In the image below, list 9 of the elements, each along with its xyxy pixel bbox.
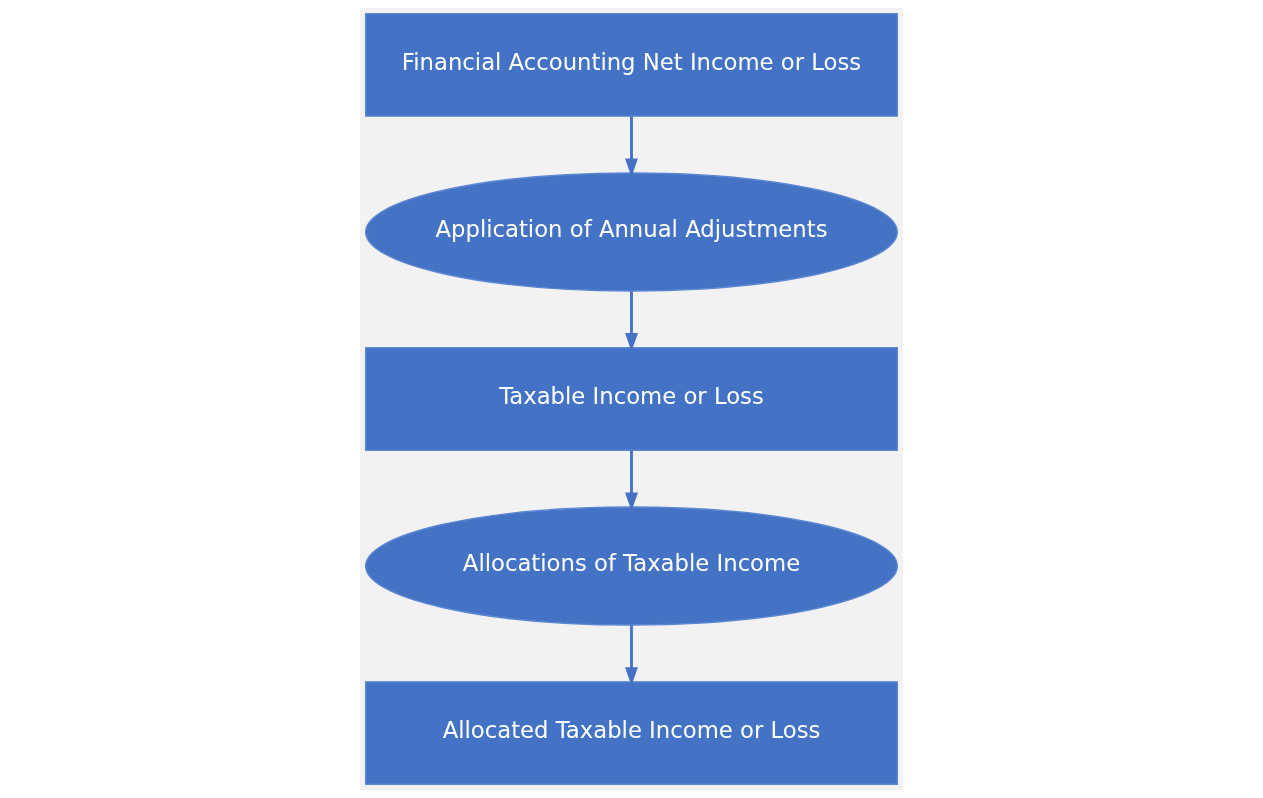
arrow (625, 450, 638, 511)
node-box: Allocated Taxable Income or Loss (365, 681, 898, 785)
arrow (625, 116, 638, 177)
node-box: Taxable Income or Loss (365, 347, 898, 451)
node-ellipse: Allocations of Taxable Income (365, 506, 898, 626)
arrow (625, 625, 638, 686)
arrow (625, 291, 638, 352)
node-ellipse: Application of Annual Adjustments (365, 172, 898, 292)
node-box: Financial Accounting Net Income or Loss (365, 13, 898, 117)
